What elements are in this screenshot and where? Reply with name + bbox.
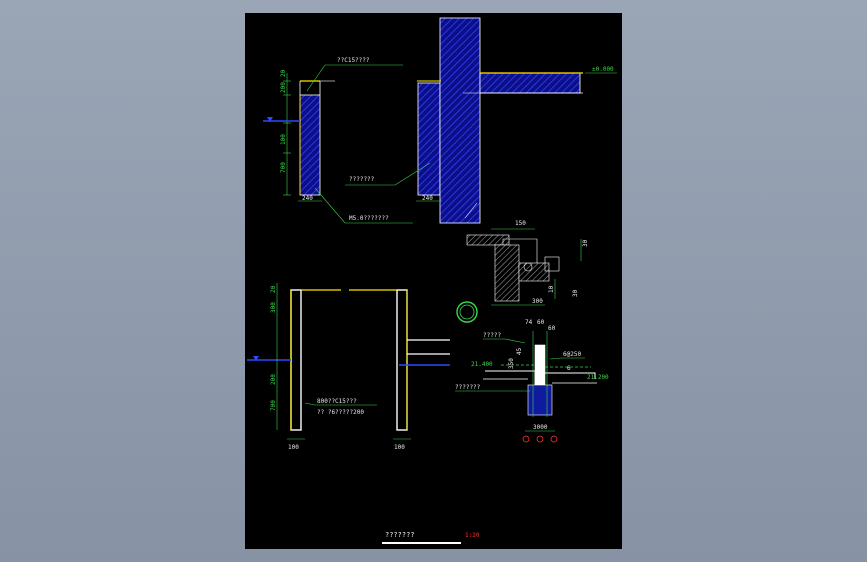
dim-d-60b: 60 (548, 325, 556, 332)
drawing-title: ??????? (385, 531, 415, 539)
dim-a-240-left: 240 (302, 195, 313, 202)
right-wall-section (417, 82, 441, 196)
dim-d-45: 45 (516, 347, 523, 355)
note-mortar: M5.0??????? (349, 215, 389, 222)
dim-c-20: 20 (270, 285, 277, 293)
dim-c-300: 300 (270, 302, 277, 313)
elev-left: 21.400 (471, 361, 493, 368)
elevation-mark: ±0.000 (592, 66, 614, 73)
dim-d-6: 6 (567, 365, 571, 372)
dim-c-100-right: 100 (394, 444, 405, 451)
note-d-b: ??????? (455, 384, 481, 391)
dim-d-350: 350 (508, 358, 515, 369)
rebar-spec: 6@250 (563, 351, 581, 358)
dim-b-10: 10 (548, 285, 555, 293)
detail-a: 20 200 100 700 240 240 ??C15???? ???????… (263, 17, 617, 224)
dim-b-30: 30 (582, 239, 589, 247)
dim-c-700: 700 (270, 400, 277, 411)
right-wall-c (396, 289, 408, 431)
detail-c: 20 300 200 700 100 100 800??C15??? ?? ?6… (247, 283, 450, 451)
detail-d: 74 60 60 45 350 ????? 6@250 6 21.400 21.… (455, 319, 609, 443)
dim-c-100-left: 100 (288, 444, 299, 451)
note-rebar: ?? ?6?????200 (317, 409, 364, 416)
dim-b-150: 150 (515, 220, 526, 227)
section-marker-circle[interactable] (456, 301, 478, 323)
dim-d-74: 74 (525, 319, 533, 326)
detail-b: 150 30 10 30 300 (466, 220, 589, 306)
dim-a-200: 200 (280, 82, 287, 93)
note-concrete: 800??C15??? (317, 398, 357, 405)
dim-c-200: 200 (270, 374, 277, 385)
dim-b-30b: 30 (572, 289, 579, 297)
drawing-scale: 1:20 (465, 532, 480, 539)
left-wall-c (290, 289, 302, 431)
floor-slab (479, 72, 581, 94)
left-wall-section (299, 94, 321, 196)
drawing-viewport[interactable]: 20 200 100 700 240 240 ??C15???? ???????… (245, 13, 622, 549)
dim-a-700: 700 (280, 162, 287, 173)
dim-d-60: 60 (537, 319, 545, 326)
note-d-a: ????? (483, 332, 501, 339)
dim-b-300: 300 (532, 298, 543, 305)
note-mid: ??????? (349, 176, 375, 183)
dim-d-3000: 3000 (533, 424, 548, 431)
main-column (439, 17, 481, 224)
dim-a-100: 100 (280, 134, 287, 145)
elev-right: 21.200 (587, 374, 609, 381)
cad-drawing-canvas[interactable]: 20 200 100 700 240 240 ??C15???? ???????… (245, 13, 622, 549)
dim-a-20: 20 (280, 69, 287, 77)
dim-a-240-right: 240 (422, 195, 433, 202)
note-top: ??C15???? (337, 57, 370, 64)
